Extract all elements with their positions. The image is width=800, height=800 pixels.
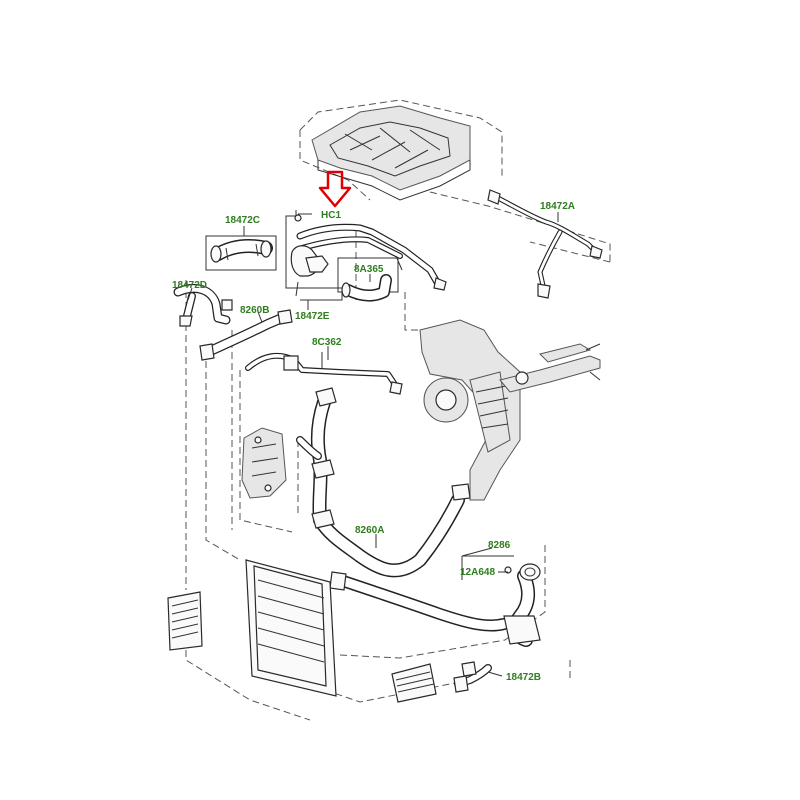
egr-cooler-and-water-pump	[419, 319, 601, 501]
hose-8260B	[199, 309, 293, 361]
hose-18472C	[205, 235, 277, 271]
callout-8A365: 8A365	[354, 264, 384, 275]
hose-18472A	[487, 189, 603, 299]
callout-18472B: 18472B	[506, 672, 541, 683]
thermostat-housing	[241, 427, 287, 499]
callout-leaders	[187, 212, 559, 677]
oil-cooler	[391, 663, 437, 703]
highlight-arrow	[318, 170, 352, 208]
callout-18472D: 18472D	[172, 280, 207, 291]
radiator	[245, 559, 337, 697]
lower-radiator-hose	[329, 571, 510, 632]
pipe-8C362	[245, 352, 403, 395]
callout-18472A: 18472A	[540, 201, 575, 212]
callout-labels: HC1 18472C 18472A 8A365 18472D 8260B 184…	[172, 201, 575, 683]
callout-8260A: 8260A	[355, 525, 384, 536]
auxiliary-cooler	[167, 591, 203, 651]
callout-8286: 8286	[488, 540, 511, 551]
hc1-pipe-assembly	[285, 210, 447, 301]
callout-hc1: HC1	[321, 210, 341, 221]
hose-8260A	[296, 387, 471, 578]
intake-manifold	[311, 105, 471, 201]
hose-8A365	[337, 257, 399, 302]
hose-18472D	[173, 284, 233, 327]
callout-8C362: 8C362	[312, 337, 342, 348]
callout-8260B: 8260B	[240, 305, 269, 316]
callout-18472E: 18472E	[295, 311, 330, 322]
callout-12A648: 12A648	[460, 567, 495, 578]
callout-18472C: 18472C	[225, 215, 260, 226]
hose-18472B	[453, 661, 492, 693]
hose-8286-assembly	[461, 555, 541, 647]
assembly-guide-lines	[185, 99, 611, 721]
